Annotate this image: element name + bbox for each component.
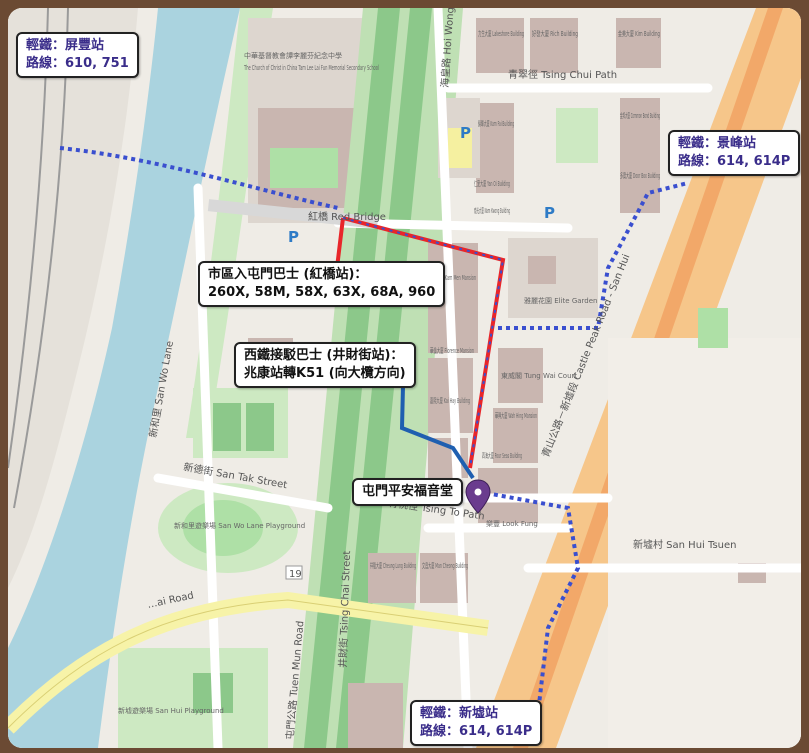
label-luk-fung: 樂豐 Look Fung	[486, 519, 538, 528]
label-san-wo-playground: 新和里遊樂場 San Wo Lane Playground	[174, 521, 305, 530]
label-tsing-chui-path: 青翠徑 Tsing Chui Path	[508, 68, 617, 81]
label-elite-garden: 雅麗花園 Elite Garden	[524, 296, 597, 305]
label-wah-hing: 華興大廈 Wah Hing Mansion	[495, 411, 537, 420]
callout-red-bridge-bus[interactable]: 市區入屯門巴士 (紅橋站)： 260X, 58M, 58X, 63X, 68A,…	[198, 261, 446, 307]
label-common-bond: 金邦大廈 Common Bond Building	[620, 111, 660, 120]
label-kam-fai: 錦暉大廈 Kam Fai Building	[478, 119, 514, 128]
callout-church-name: 屯門平安福音堂	[362, 484, 454, 499]
label-tsing-chai-street: 井財街 Tsing Chai Street	[336, 550, 353, 668]
callout-red-bridge-bus-line2: 260X, 58M, 58X, 63X, 68A, 960	[208, 285, 436, 300]
label-church-school: The Church of Christ in China Tam Lee La…	[243, 64, 379, 72]
callout-lrt-king-fung-line1: 輕鐵：景峰站	[678, 136, 757, 151]
label-nam-kwong: 南光大廈 Nam Kwong Building	[474, 206, 510, 215]
svg-text:P: P	[544, 204, 555, 222]
river	[8, 8, 240, 748]
label-san-hui-playground: 新墟遊樂場 San Hui Playground	[118, 706, 224, 715]
label-school-cn: 中華基督教會譚李麗芬紀念中學	[244, 51, 342, 60]
callout-lrt-san-hui-line1: 輕鐵：新墟站	[420, 706, 499, 721]
callout-lrt-ping-fung[interactable]: 輕鐵：屏豐站 路線：610, 751	[16, 32, 139, 78]
callout-lrt-ping-fung-line2: 路線：610, 751	[26, 56, 129, 71]
blue-route	[399, 385, 475, 480]
label-man-cheong: 文昌大廈 Man Cheong Building	[422, 561, 468, 570]
callout-red-bridge-bus-line1: 市區入屯門巴士 (紅橋站)：	[208, 267, 368, 282]
callout-church[interactable]: 屯門平安福音堂	[352, 478, 464, 506]
label-door-box: 多寶大廈 Door Box Building	[620, 171, 660, 180]
label-four-seas: 四海大廈 Four Seas Building	[482, 451, 522, 460]
map-canvas[interactable]: P P P 紅橋 Red Bridge 青翠徑 Tsing Chui Path …	[8, 8, 801, 748]
route-number-shield: 19	[289, 569, 302, 580]
svg-text:P: P	[460, 124, 471, 142]
label-rich: 好發大廈 Rich Building	[532, 29, 578, 38]
label-kai-hay: 嘉熙大廈 Kai Hay Building	[430, 396, 470, 405]
label-kim: 金美大廈 Kim Building	[618, 29, 660, 38]
lrt-walking-routes	[59, 146, 689, 714]
callout-lrt-king-fung-line2: 路線：614, 614P	[678, 154, 791, 169]
callout-feeder-bus[interactable]: 西鐵接駁巴士 (井財街站)： 兆康站轉K51 (向大欖方向)	[234, 342, 416, 388]
callout-lrt-king-fung[interactable]: 輕鐵：景峰站 路線：614, 614P	[668, 130, 801, 176]
label-lakeshore: 力生大廈 Lakeshore Building	[478, 29, 524, 38]
callout-lrt-san-hui[interactable]: 輕鐵：新墟站 路線：614, 614P	[410, 700, 543, 746]
callout-feeder-bus-line1: 西鐵接駁巴士 (井財街站)：	[244, 348, 404, 363]
label-san-hui-tsuen: 新墟村 San Hui Tsuen	[633, 538, 736, 551]
label-cheung-lung: 祥隆大廈 Cheung Lung Building	[370, 561, 416, 570]
label-red-bridge: 紅橋 Red Bridge	[308, 210, 386, 223]
label-yan-oi: 仁愛大廈 Yan Oi Building	[474, 179, 510, 188]
label-kam-men: 金門大廈 Kam Men Mansion	[430, 273, 476, 282]
label-florence: 華倫大廈 Florence Mansion	[430, 346, 474, 355]
callout-lrt-san-hui-line2: 路線：614, 614P	[420, 724, 533, 739]
svg-text:P: P	[288, 228, 299, 246]
callout-feeder-bus-line2: 兆康站轉K51 (向大欖方向)	[244, 366, 406, 381]
label-tung-wai-court: 東威閣 Tung Wai Court	[501, 371, 577, 380]
church-location-pin[interactable]	[465, 479, 491, 514]
callout-lrt-ping-fung-line1: 輕鐵：屏豐站	[26, 38, 105, 53]
